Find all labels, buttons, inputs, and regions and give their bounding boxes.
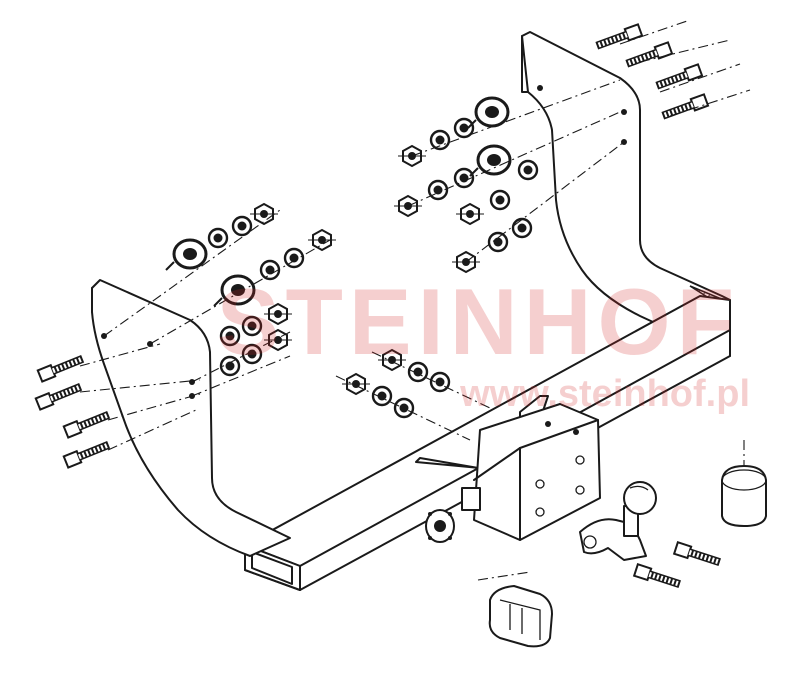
watermark-brand-logo: STEINHOF — [216, 269, 740, 374]
crossbar-mounting-nuts-washers — [335, 349, 491, 441]
ball-cover-cap — [721, 440, 767, 527]
tow-ball — [579, 481, 657, 561]
socket-plate — [425, 509, 455, 543]
ball-fixing-bolt-upper — [674, 542, 721, 568]
right-bracket-fasteners — [393, 79, 625, 273]
tow-ball-mount-plate — [415, 395, 601, 543]
left-bracket-bolts — [36, 343, 201, 468]
electrical-socket — [477, 571, 553, 648]
ball-fixing-bolt-lower — [634, 564, 681, 590]
watermark-website-url: www.steinhof.pl — [460, 373, 750, 415]
left-bracket-fasteners — [103, 203, 337, 397]
right-bracket-bolts — [595, 19, 751, 121]
